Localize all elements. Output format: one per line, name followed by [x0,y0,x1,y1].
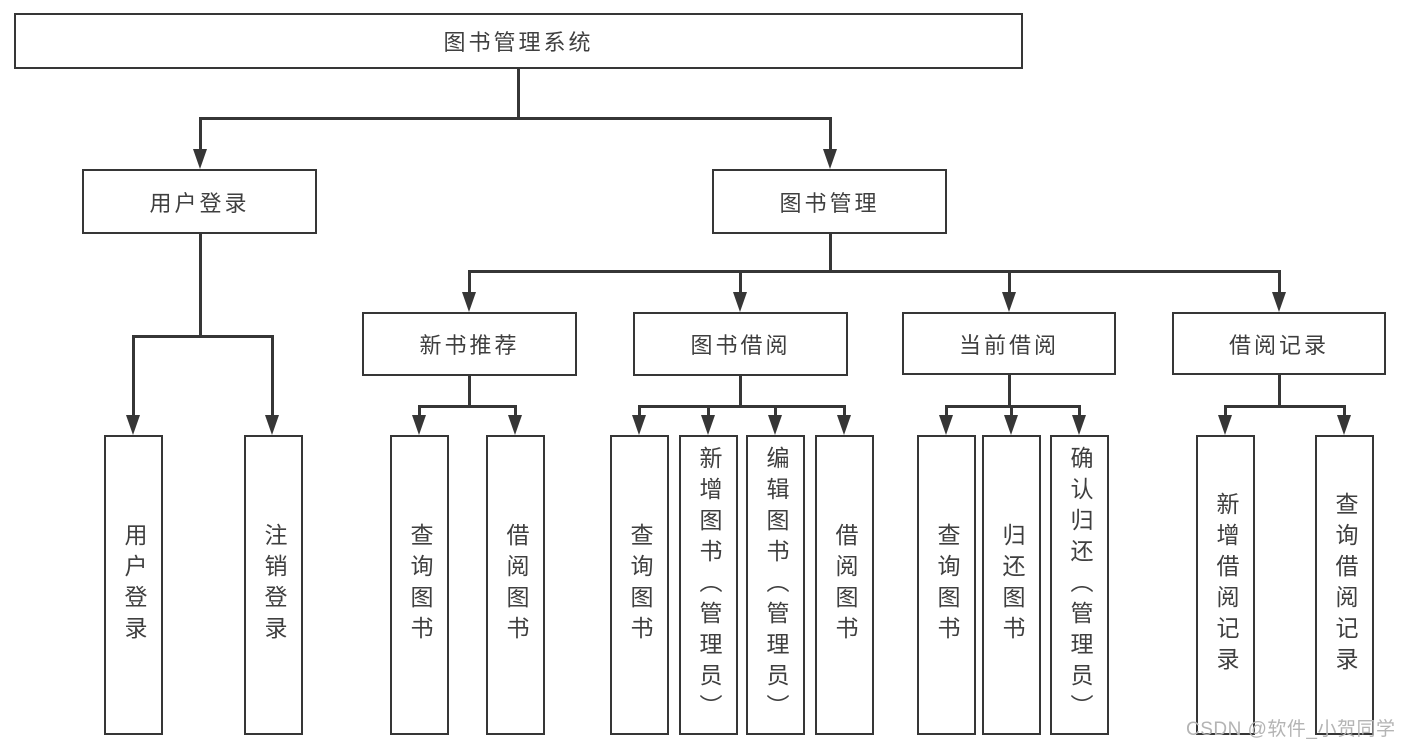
arrow-down-icon [508,415,522,435]
node-library-system: 图书管理系统 [14,13,1023,69]
node-label: 图书管理 [779,190,880,216]
leaf-logout: 注销登录 [244,435,303,735]
connector-line [468,270,1281,273]
connector-line [739,270,742,295]
node-label: 用户登录 [149,190,250,216]
arrow-down-icon [1004,415,1018,435]
connector-line [199,117,202,152]
node-label: 查询图书 [934,523,960,647]
leaf-query-books-2: 查询图书 [610,435,669,735]
node-current-borrowing: 当前借阅 [902,312,1116,375]
node-label: 编辑图书（管理员） [763,445,789,725]
connector-line [739,375,742,407]
connector-line [418,405,421,418]
connector-line [418,405,517,408]
leaf-borrow-books-2: 借阅图书 [815,435,874,735]
leaf-query-borrow-record: 查询借阅记录 [1315,435,1374,735]
connector-line [199,117,831,120]
connector-line [517,68,520,119]
arrow-down-icon [837,415,851,435]
arrow-down-icon [733,292,747,312]
arrow-down-icon [823,149,837,169]
arrow-down-icon [462,292,476,312]
node-label: 图书管理系统 [443,30,594,55]
connector-line [829,233,832,272]
connector-line [1278,270,1281,295]
leaf-user-login: 用户登录 [104,435,163,735]
connector-line [829,117,832,152]
arrow-down-icon [412,415,426,435]
connector-line [945,405,1080,408]
connector-line [1008,270,1011,295]
connector-line [1224,405,1227,418]
node-book-management: 图书管理 [712,169,947,234]
connector-line [638,405,641,418]
connector-line [707,405,710,418]
connector-line [132,335,135,418]
arrow-down-icon [701,415,715,435]
node-user-login: 用户登录 [82,169,317,234]
connector-line [1278,375,1281,407]
arrow-down-icon [1272,292,1286,312]
leaf-add-book-admin: 新增图书（管理员） [679,435,738,735]
connector-line [843,405,846,418]
node-label: 新增图书（管理员） [696,445,722,725]
node-label: 新增借阅记录 [1213,492,1239,678]
connector-line [468,270,471,295]
arrow-down-icon [1337,415,1351,435]
arrow-down-icon [193,149,207,169]
connector-line [774,405,777,418]
node-label: 借阅记录 [1228,332,1329,358]
node-label: 查询借阅记录 [1332,492,1358,678]
arrow-down-icon [1002,292,1016,312]
node-label: 查询图书 [407,523,433,647]
connector-line [132,335,274,338]
connector-line [1343,405,1346,418]
leaf-confirm-return-admin: 确认归还（管理员） [1050,435,1109,735]
arrow-down-icon [768,415,782,435]
leaf-query-books-1: 查询图书 [390,435,449,735]
arrow-down-icon [265,415,279,435]
arrow-down-icon [939,415,953,435]
leaf-query-books-3: 查询图书 [917,435,976,735]
connector-line [271,335,274,418]
arrow-down-icon [632,415,646,435]
connector-line [199,233,202,337]
leaf-return-books: 归还图书 [982,435,1041,735]
leaf-edit-book-admin: 编辑图书（管理员） [746,435,805,735]
connector-line [468,375,471,407]
arrow-down-icon [1218,415,1232,435]
node-borrowing-records: 借阅记录 [1172,312,1386,375]
node-label: 图书借阅 [690,333,791,358]
node-book-borrowing: 图书借阅 [633,312,848,376]
leaf-borrow-books-1: 借阅图书 [486,435,545,735]
connector-line [945,405,948,418]
connector-line [638,405,846,408]
connector-line [1078,405,1081,418]
node-label: 借阅图书 [503,523,529,647]
leaf-add-borrow-record: 新增借阅记录 [1196,435,1255,735]
node-label: 借阅图书 [832,523,858,647]
node-label: 归还图书 [999,523,1025,647]
connector-line [514,405,517,418]
arrow-down-icon [1072,415,1086,435]
node-label: 新书推荐 [419,333,520,358]
node-label: 当前借阅 [958,332,1059,358]
node-label: 注销登录 [261,523,287,647]
connector-line [1224,405,1345,408]
node-label: 查询图书 [627,523,653,647]
connector-line [1010,405,1013,418]
watermark: CSDN @软件_小贺同学 [1186,719,1396,740]
connector-line [1008,375,1011,407]
arrow-down-icon [126,415,140,435]
node-new-book-recommend: 新书推荐 [362,312,577,376]
node-label: 用户登录 [121,523,147,647]
node-label: 确认归还（管理员） [1067,445,1093,725]
